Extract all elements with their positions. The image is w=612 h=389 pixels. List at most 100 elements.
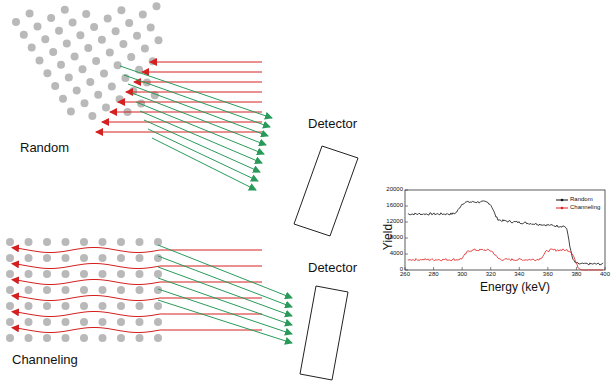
scattered-ion [158,256,292,307]
detector: Detector [290,260,360,386]
atom-dot [51,82,59,90]
atom-dot [154,254,162,262]
detector: Detector [290,116,370,240]
atom-dot [136,238,144,246]
atom-dot [117,302,125,310]
atom-dot [94,91,102,99]
atom-dot [86,78,94,86]
atom-dot [62,270,70,278]
scattered-ion [152,138,256,190]
tick-mark [576,267,577,270]
atom-dot [80,270,88,278]
scattered-ion [136,102,264,154]
atom-dot [80,254,88,262]
atom-dot [139,11,147,19]
atom-dot [20,31,28,39]
tick-mark [405,238,408,239]
tick-mark [433,267,434,270]
tick-mark [405,270,408,271]
atom-dot [136,302,144,310]
legend-marker [561,207,564,210]
atom-dot [6,238,14,246]
atom-dot [43,318,51,326]
atom-dot [100,70,108,78]
scattered-ion [158,245,292,298]
atom-dot [25,318,33,326]
atom-dot [92,57,100,65]
atom-dot [80,334,88,342]
atom-dot [99,238,107,246]
axis-title: Energy (keV) [480,280,550,294]
atom-dot [25,238,33,246]
random-spectrum [408,201,603,265]
atom-dot [62,318,70,326]
atom-dot [34,22,42,30]
atom-dot [6,254,14,262]
incident-ion [102,122,262,123]
atom-dot [62,238,70,246]
detector-label: Detector [290,116,370,131]
scattered-ion [158,278,292,325]
atom-dot [62,302,70,310]
detector-outline [290,116,370,240]
tick-mark [490,267,491,270]
scattered-ion [158,300,292,343]
atom-dot [154,270,162,278]
atom-dot [71,52,79,60]
atom-dot [104,15,112,23]
atom-dot [49,48,57,56]
atom-dot [154,318,162,326]
atom-dot [12,18,20,26]
atom-dot [153,2,161,10]
atom-dot [117,318,125,326]
tick-mark [605,267,606,270]
spectrum-chart [405,190,605,270]
atom-dot [117,238,125,246]
atom-dot [43,286,51,294]
tick-label: 4000 [390,250,403,256]
atom-dot [6,318,14,326]
scattered-ion [132,93,266,145]
atom-dot [73,86,81,94]
ion-beams [12,62,292,343]
tick-mark [405,206,408,207]
channeled-ion [12,264,262,269]
atom-dot [99,270,107,278]
atom-dot [99,254,107,262]
atom-dot [25,286,33,294]
atom-dot [84,44,92,52]
atom-dot [25,302,33,310]
atom-dot [125,19,133,27]
atom-dot [88,112,96,120]
atom-dot [41,35,49,43]
scattered-ion [144,120,260,172]
tick-mark [519,267,520,270]
tick-label: 380 [571,271,581,277]
atom-dot [119,40,127,48]
atom-dot [117,6,125,14]
channeled-ion [12,312,262,317]
atom-dot [6,302,14,310]
atom-dot [6,286,14,294]
incident-ion [118,102,262,103]
scattered-ion [128,84,268,136]
atom-dot [61,6,69,14]
atom-dot [81,99,89,107]
incident-ion [96,132,262,133]
scattered-ion [120,66,272,118]
atom-dot [25,254,33,262]
atom-dot [141,45,149,53]
atom-dot [102,104,110,112]
atom-dot [80,302,88,310]
detector-label: Detector [290,260,360,275]
channeled-ion [12,328,262,333]
atom-dot [36,56,44,64]
atom-dot [117,334,125,342]
legend-sample [556,200,568,201]
detector-body [300,286,348,380]
atom-dot [43,238,51,246]
channeled-ion [12,296,262,301]
atom-dot [99,302,107,310]
legend-text: Channeling [570,204,600,210]
atom-dot [136,270,144,278]
